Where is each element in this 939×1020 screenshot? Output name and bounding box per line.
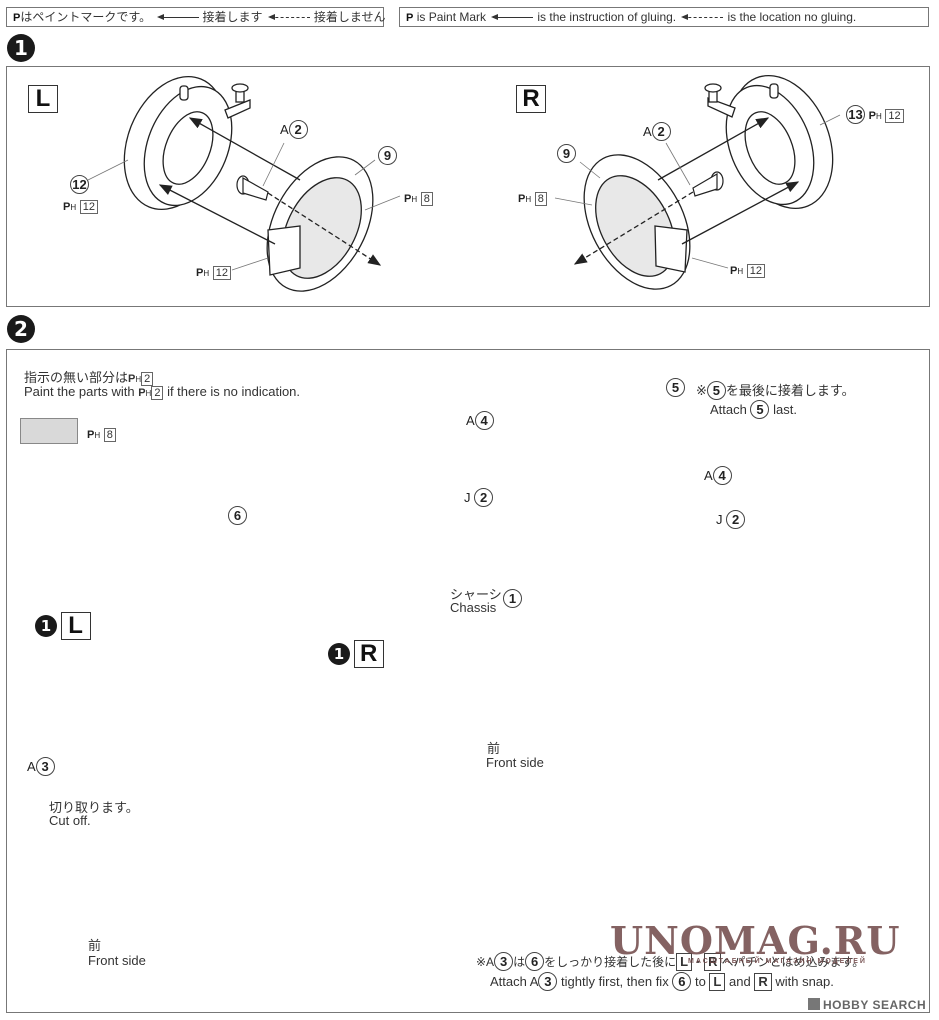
left-side-label: L: [28, 85, 58, 113]
hub-part-12: [123, 75, 251, 211]
callout-part-9: 9: [378, 146, 397, 165]
legend-japanese: Pはペイントマークです。 接着します 接着しません: [6, 7, 386, 27]
callout-part-6: 6: [228, 506, 247, 525]
chassis-label-en: Chassis: [450, 600, 497, 615]
watermark-title: UNOMAG.RU: [610, 918, 901, 963]
paint-callout-pad-12-right: PH 12: [730, 262, 765, 278]
right-side-label: R: [516, 85, 546, 113]
no-glue-arrow-icon: [681, 14, 724, 21]
step-2-badge: 2: [7, 315, 35, 343]
front-label-jp: 前: [487, 741, 501, 756]
pin-part-a2: [236, 175, 269, 201]
attach-5-note-en: Attach 5 last.: [710, 400, 797, 419]
paint-mark-icon: P: [13, 12, 21, 24]
cut-off-label-jp: 切り取ります。: [49, 800, 139, 815]
hobby-search-logo: HOBBY SEARCH: [808, 998, 926, 1012]
paint-swatch: [20, 418, 78, 444]
front-label-jp-2: 前: [88, 938, 102, 953]
ref-step1-right: 1 R: [328, 640, 384, 668]
front-label-en-2: Front side: [88, 953, 146, 968]
callout-part-9-right: 9: [557, 144, 576, 163]
no-glue-arrow-icon: [267, 14, 310, 21]
paint-callout-8-right: PH 8: [518, 190, 547, 206]
glue-arrow-icon: [491, 14, 534, 21]
legend-noglue-text: is the location no gluing.: [727, 10, 857, 24]
hobby-search-icon: [808, 998, 820, 1010]
legend-paint-text: はペイントマークです。: [20, 10, 152, 24]
disc-part-9: [266, 156, 374, 292]
legend-noglue-text: 接着しません: [313, 10, 386, 24]
front-label-en: Front side: [486, 755, 544, 770]
step-2-panel: [6, 349, 930, 1013]
disc-part-9-right: [583, 154, 691, 290]
callout-part-12: 12: [70, 175, 89, 194]
legend-glue-text: 接着します: [202, 10, 263, 24]
hub-part-13: [704, 74, 834, 210]
ref-step1-left: 1 L: [35, 612, 91, 640]
paint-callout-12: PH 12: [63, 198, 98, 214]
swatch-paint-label: PH 8: [87, 426, 116, 442]
watermark-subtitle: МАСШТАБНЫЙ МАГАЗИН МОДЕЛЕЙ: [688, 958, 867, 965]
legend-glue-text: is the instruction of gluing.: [537, 10, 677, 24]
callout-part-13: 13 PH 12: [846, 105, 904, 124]
pin-part-a2-right: [692, 171, 724, 197]
legend-english: P is Paint Mark is the instruction of gl…: [399, 7, 929, 27]
callout-part-1: 1: [503, 589, 522, 608]
callout-part-5: 5: [666, 378, 685, 397]
legend-paint-text: is Paint Mark: [416, 10, 487, 24]
callout-part-j2-second: J 2: [716, 510, 746, 529]
glue-arrow-icon: [156, 14, 199, 21]
paint-callout-8: PH 8: [404, 190, 433, 206]
step-1-badge: 1: [7, 34, 35, 62]
callout-part-j2: J 2: [464, 488, 494, 507]
cut-off-label-en: Cut off.: [49, 813, 91, 828]
paint-callout-pad-12: PH 12: [196, 264, 231, 280]
paint-mark-icon: P: [406, 12, 414, 24]
chassis-label-jp: シャーシ: [450, 587, 502, 602]
